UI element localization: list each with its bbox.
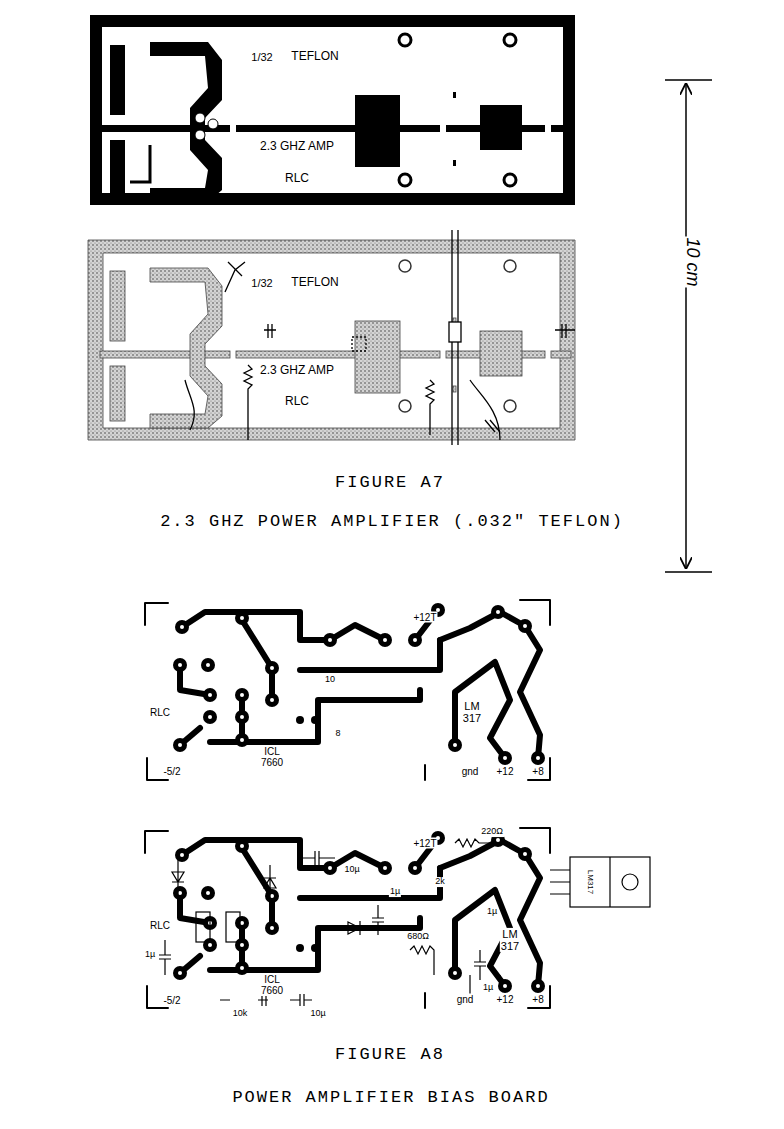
part-name: LM 317 (500, 928, 520, 952)
pin-label: gnd (456, 994, 475, 1005)
part-value: 1µ (486, 907, 498, 917)
board-label: 1/32 (250, 277, 273, 289)
figure-caption: 2.3 GHZ POWER AMPLIFIER (.032" TEFLON) (159, 513, 625, 532)
pin-label: +12 (496, 994, 515, 1005)
pin-label: +12 (496, 766, 515, 777)
pin-label: +12T (412, 612, 437, 623)
pin-label: RLC (149, 920, 171, 931)
figure-caption: POWER AMPLIFIER BIAS BOARD (231, 1089, 550, 1108)
board-label: 2.3 GHZ AMP (259, 140, 335, 153)
pin-label: -5/2 (162, 995, 181, 1006)
pin-label: +8 (531, 766, 544, 777)
part-value: 1µ (144, 950, 156, 960)
figure-number: FIGURE A8 (334, 1046, 446, 1065)
part-value: 680Ω (406, 932, 430, 942)
scale-bar (665, 80, 712, 572)
part-value: 2k (434, 877, 446, 887)
part-name: LM 317 (462, 700, 482, 724)
part-value: 10 (324, 675, 336, 685)
pin-label: RLC (149, 707, 171, 718)
board-label: TEFLON (290, 50, 339, 63)
part-value: 10µ (309, 1009, 326, 1019)
board-label: 2.3 GHZ AMP (259, 364, 335, 377)
pcb-assembly (88, 230, 575, 445)
board-label: 1/32 (250, 51, 273, 63)
pin-label: +8 (531, 994, 544, 1005)
pin-number: 8 (334, 729, 341, 739)
part-value: 1µ (482, 983, 494, 993)
dimension-label: 10 cm (682, 236, 702, 287)
part-value: 10µ (343, 865, 360, 875)
board-label: TEFLON (290, 276, 339, 289)
part-name: ICL 7660 (260, 974, 284, 996)
part-value: 220Ω (480, 827, 504, 837)
board-label: RLC (284, 172, 310, 185)
figure-number: FIGURE A7 (334, 474, 446, 493)
bias-board-artwork (145, 600, 550, 780)
pin-label: -5/2 (162, 766, 181, 777)
pin-label: +12T (412, 838, 437, 849)
pcb-artwork (96, 21, 571, 202)
bias-board-assembly (145, 828, 650, 1008)
part-name: LM317 (586, 869, 595, 895)
pin-label: gnd (461, 766, 480, 777)
part-name: ICL 7660 (260, 746, 284, 768)
part-value: 1µ (389, 887, 401, 897)
part-value: 10k (232, 1009, 249, 1019)
board-label: RLC (284, 395, 310, 408)
